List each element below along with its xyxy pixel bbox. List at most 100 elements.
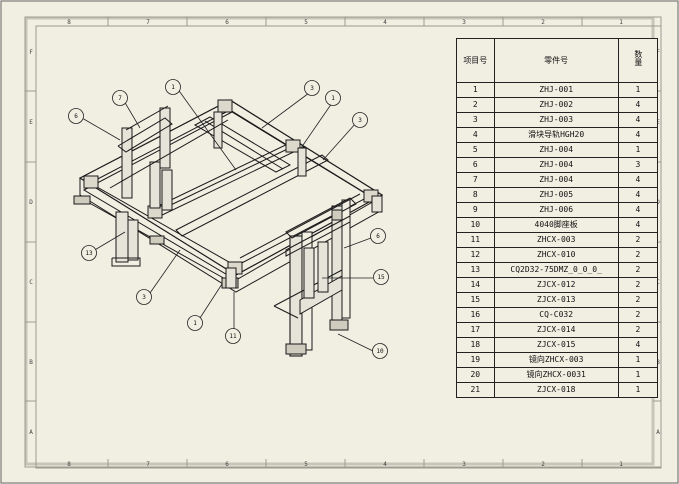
zone-left-E: E: [29, 119, 33, 126]
zone-bottom-5: 5: [304, 461, 308, 468]
bom-cell-part: ZJCX-015: [493, 337, 619, 353]
balloon-3-top: [304, 80, 320, 96]
bom-cell-part: ZHCX-003: [493, 232, 619, 248]
bom-cell-part: CQ-C032: [493, 307, 619, 323]
bom-cell-no: 13: [456, 262, 495, 278]
balloon-6-left: [68, 108, 84, 124]
balloon-label: 3: [358, 117, 362, 124]
bom-cell-no: 17: [456, 322, 495, 338]
bom-cell-no: 18: [456, 337, 495, 353]
zone-top-4: 4: [383, 19, 387, 26]
zone-top-3: 3: [462, 19, 466, 26]
bom-cell-qty: 2: [617, 292, 659, 308]
zone-right-D: D: [656, 199, 660, 206]
bom-cell-qty: 1: [617, 382, 659, 398]
zone-bottom-1: 1: [619, 461, 623, 468]
balloon-label: 1: [193, 320, 197, 327]
bom-cell-no: 21: [456, 382, 495, 398]
balloon-label: 13: [85, 250, 93, 257]
bom-cell-qty: 4: [617, 337, 659, 353]
bom-cell-qty: 2: [617, 277, 659, 293]
bom-cell-part: ZJCX-014: [493, 322, 619, 338]
zone-top-6: 6: [225, 19, 229, 26]
zone-top-1: 1: [619, 19, 623, 26]
bom-cell-part: ZHJ-005: [493, 187, 619, 203]
bom-cell-no: 20: [456, 367, 495, 383]
leader-lines: [81, 87, 374, 352]
bom-cell-qty: 4: [617, 217, 659, 233]
bom-cell-qty: 1: [617, 82, 659, 98]
balloon-label: 6: [74, 113, 78, 120]
bom-cell-qty: 4: [617, 187, 659, 203]
zone-right-A: A: [656, 429, 660, 436]
zone-top-8: 8: [67, 19, 71, 26]
balloon-10: [372, 343, 388, 359]
bom-cell-no: 12: [456, 247, 495, 263]
zone-top-7: 7: [146, 19, 150, 26]
balloon-label: 3: [310, 85, 314, 92]
bom-cell-part: 4040脚座板: [493, 217, 619, 233]
bom-cell-no: 19: [456, 352, 495, 368]
bom-cell-part: 镜向ZHCX-0031: [493, 367, 619, 383]
bom-cell-qty: 1: [617, 142, 659, 158]
zone-bottom-4: 4: [383, 461, 387, 468]
bom-header-qty: 数量: [617, 38, 659, 83]
bom-cell-part: ZHJ-004: [493, 142, 619, 158]
bom-cell-part: 滑块导轨HGH20: [493, 127, 619, 143]
zone-bottom-2: 2: [541, 461, 545, 468]
bom-cell-no: 1: [456, 82, 495, 98]
zone-right-C: C: [656, 279, 660, 286]
balloon-label: 3: [142, 294, 146, 301]
bom-cell-qty: 1: [617, 367, 659, 383]
zone-left-F: F: [29, 49, 33, 56]
balloon-1-top: [165, 79, 181, 95]
zone-top-2: 2: [541, 19, 545, 26]
bom-header-part-no: 零件号: [493, 38, 619, 83]
bom-cell-no: 2: [456, 97, 495, 113]
bom-cell-no: 4: [456, 127, 495, 143]
bom-cell-no: 16: [456, 307, 495, 323]
zone-left-B: B: [29, 359, 33, 366]
bom-cell-no: 10: [456, 217, 495, 233]
balloon-callouts: [68, 79, 389, 359]
zone-right-B: B: [656, 359, 660, 366]
bom-cell-part: ZJCX-018: [493, 382, 619, 398]
zone-bottom-8: 8: [67, 461, 71, 468]
zone-bottom-6: 6: [225, 461, 229, 468]
bom-cell-part: CQ2D32-75DMZ_0_0_0_: [493, 262, 619, 278]
bom-cell-part: ZHJ-003: [493, 112, 619, 128]
balloon-label: 6: [376, 233, 380, 240]
zone-left-D: D: [29, 199, 33, 206]
bom-cell-no: 5: [456, 142, 495, 158]
bom-header-row: 项目号 零件号 数量: [456, 38, 659, 83]
zone-right-F: F: [656, 49, 660, 56]
bom-header-item-no: 项目号: [456, 38, 495, 83]
bom-cell-no: 15: [456, 292, 495, 308]
bom-cell-no: 6: [456, 157, 495, 173]
balloon-label: 1: [331, 95, 335, 102]
bom-cell-qty: 2: [617, 247, 659, 263]
bom-cell-qty: 1: [617, 352, 659, 368]
bom-cell-qty: 3: [617, 157, 659, 173]
bom-cell-no: 3: [456, 112, 495, 128]
balloon-3-right: [352, 112, 368, 128]
balloon-1-bottom: [187, 315, 203, 331]
bom-cell-no: 7: [456, 172, 495, 188]
zone-left-A: A: [29, 429, 33, 436]
